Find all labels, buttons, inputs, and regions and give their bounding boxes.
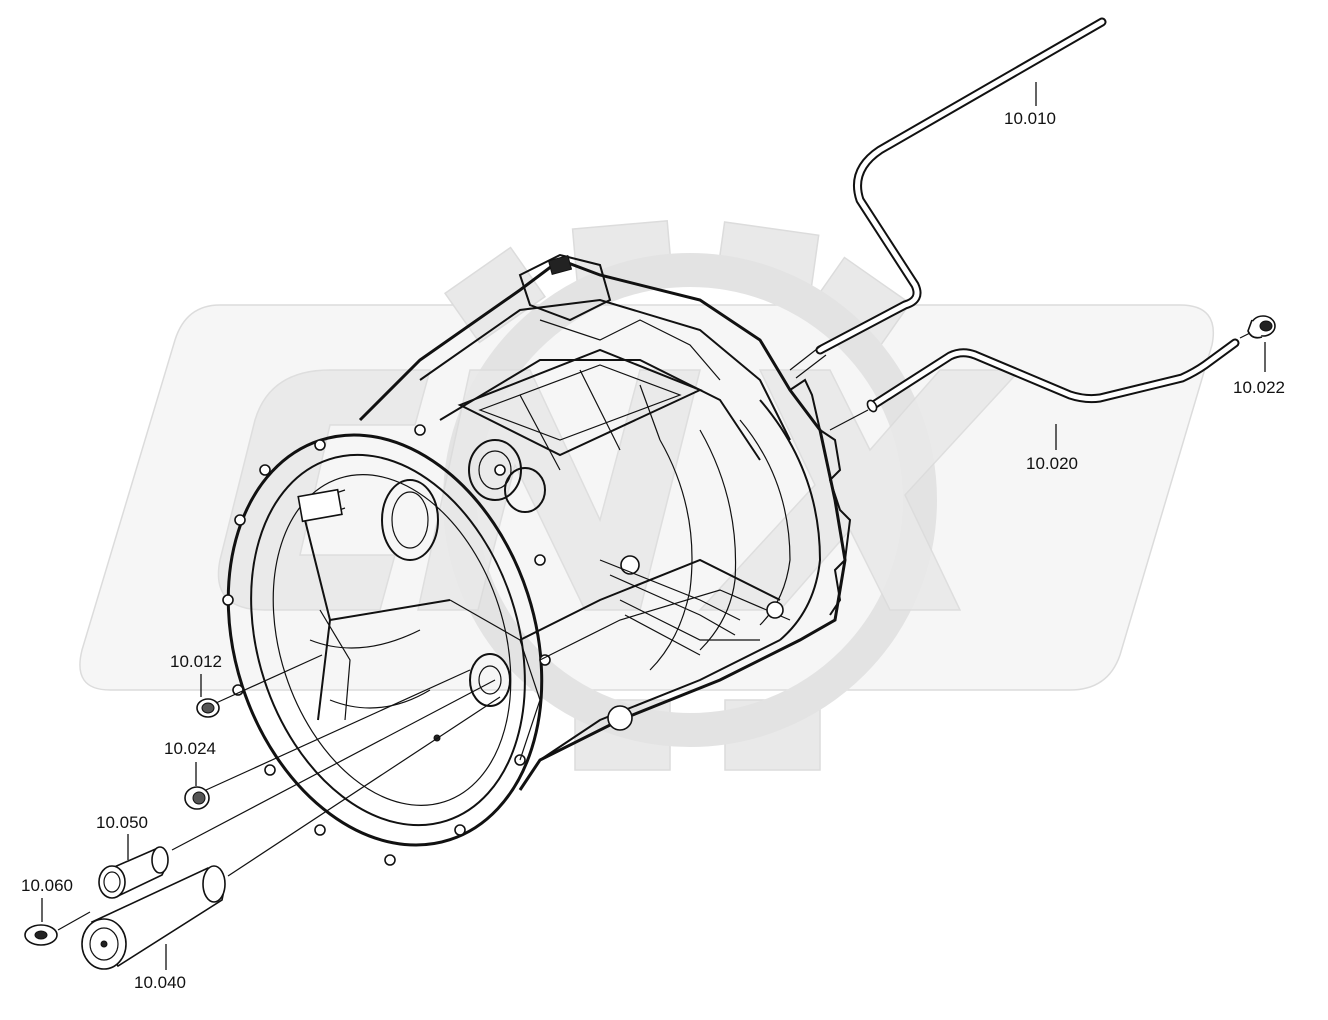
pipe-10-020 (829, 338, 1240, 431)
plug-10-022 (1247, 315, 1276, 339)
flange-bolt-holes (222, 424, 551, 866)
sleeve-10-040 (81, 865, 226, 970)
seal-10-024 (184, 786, 210, 810)
washer-10-060 (24, 924, 58, 946)
label-10-010: 10.010 (1004, 109, 1056, 128)
label-10-012: 10.012 (170, 652, 222, 671)
label-10-024: 10.024 (164, 739, 216, 758)
label-10-020: 10.020 (1026, 454, 1078, 473)
watermark-letters (217, 369, 1022, 611)
label-10-022: 10.022 (1233, 378, 1285, 397)
part-labels: 10.010 10.012 10.020 10.022 10.024 10.05… (21, 109, 1285, 992)
transmission-housing (222, 253, 852, 866)
sleeve-10-050 (98, 846, 169, 899)
watermark-logo (79, 219, 1214, 771)
label-10-040: 10.040 (134, 973, 186, 992)
label-10-050: 10.050 (96, 813, 148, 832)
label-10-060: 10.060 (21, 876, 73, 895)
assembly-lines (57, 332, 1251, 931)
leader-lines (41, 82, 1266, 970)
pipe-10-010 (789, 17, 1107, 379)
watermark-gear (443, 219, 937, 771)
plug-10-012 (196, 698, 220, 718)
